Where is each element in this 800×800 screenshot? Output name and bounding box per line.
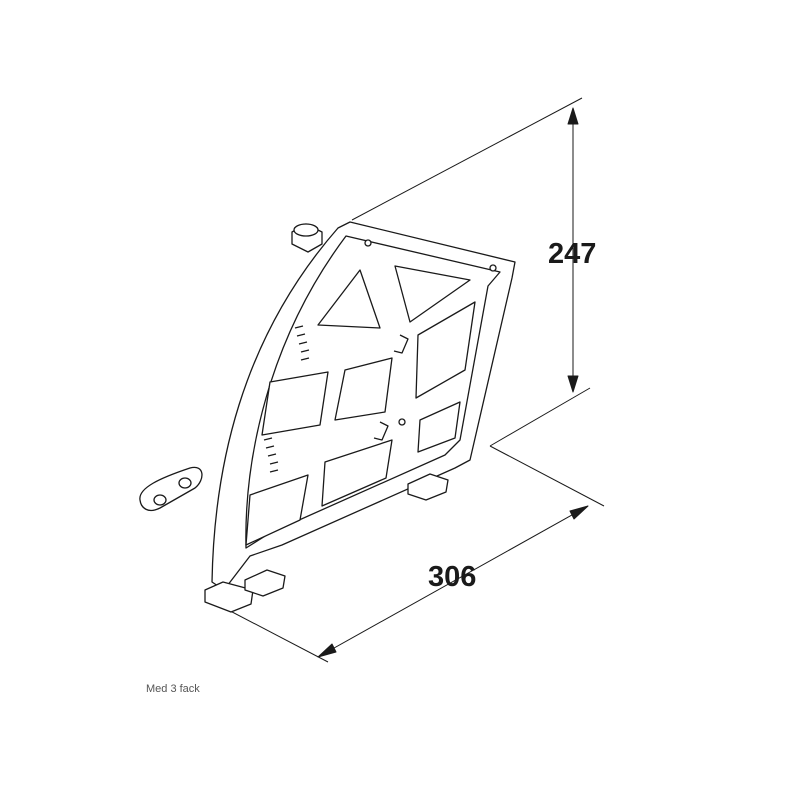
width-dimension-lines: [214, 445, 605, 663]
width-dimension-label: 306: [428, 561, 477, 593]
caption: Med 3 fack: [146, 683, 200, 695]
height-dimension-label: 247: [548, 238, 597, 270]
clip-connector: [139, 466, 203, 512]
divider-panel: [204, 221, 516, 613]
height-dimension-lines: [351, 97, 591, 447]
spacer-pin: [291, 223, 323, 253]
